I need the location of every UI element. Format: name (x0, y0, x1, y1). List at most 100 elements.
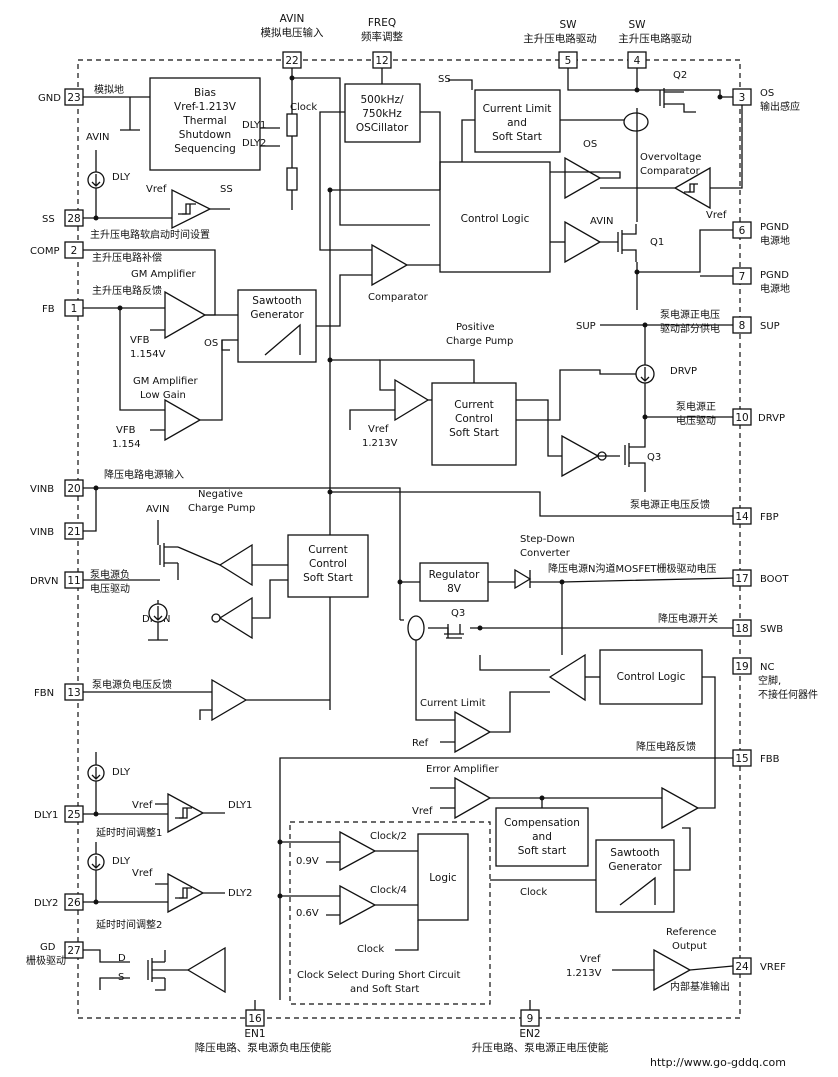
comp-line-2: Soft start (518, 845, 567, 857)
pin-11-desc1: 泵电源负 (90, 568, 130, 581)
ccss-neg-line-1: Control (309, 558, 347, 570)
osc-line-1: 750kHz (362, 108, 402, 120)
ss-comparator (171, 188, 212, 230)
clock-select-line-0: Clock Select During Short Circuit (297, 970, 460, 981)
pin-24: 24 VREF 内部基准输出 (670, 957, 786, 993)
vfb1-line-1: 1.154V (130, 349, 166, 360)
ccss-pos-line-1: Control (455, 413, 493, 425)
pin-23: GND 23 模拟地 (38, 83, 124, 106)
pin-7-num: 7 (739, 271, 746, 283)
dly1-comparator (167, 792, 205, 834)
neg-cp-line-0: Negative (198, 489, 243, 500)
pin-6: 6 PGND 电源地 (732, 221, 790, 247)
dly-label-top: DLY (112, 172, 131, 183)
oscillator-block: 500kHz/ 750kHz OSCillator (344, 83, 421, 143)
pin-15-num: 15 (735, 753, 748, 765)
pin-22-desc: 模拟电压输入 (261, 26, 324, 39)
os-label-saw: OS (204, 338, 218, 349)
pin-9-num: 9 (527, 1013, 534, 1025)
current-sense-bot (407, 615, 425, 641)
pin-12-desc: 频率调整 (361, 30, 403, 43)
q3-bot-mosfet (444, 624, 464, 639)
pin-25-name: DLY1 (34, 810, 58, 821)
pin-6-name: PGND (760, 222, 789, 233)
overvoltage-line-1: Comparator (640, 166, 701, 177)
current-control-soft-start-pos: Current Control Soft Start (431, 382, 517, 466)
drvn-current-source (148, 603, 168, 623)
bias-line-4: Sequencing (174, 143, 236, 155)
stepdown-driver (548, 653, 586, 702)
ss-label-left: SS (220, 184, 233, 195)
ccss-neg-line-2: Soft Start (303, 572, 353, 584)
pin-7-name: PGND (760, 270, 789, 281)
neg-cp-line-1: Charge Pump (188, 503, 255, 514)
pin-14-desc: 泵电源正电压反馈 (630, 498, 710, 511)
bias-block: Bias Vref-1.213V Thermal Shutdown Sequen… (149, 77, 261, 171)
pin-27: GD 栅极驱动 27 (26, 941, 84, 967)
pin-22-name: AVIN (280, 13, 305, 25)
sawtooth-generator-bottom: Sawtooth Generator (595, 839, 675, 913)
pin-7: 7 PGND 电源地 (732, 267, 790, 295)
ref-label: Ref (412, 738, 429, 749)
avin-comparator (564, 220, 602, 264)
step-down-line-0: Step-Down (520, 534, 575, 545)
pin-17-name: BOOT (760, 574, 789, 585)
gm-amplifier (164, 290, 207, 340)
watermark: http://www.go-gddq.com (650, 1056, 786, 1069)
pin-4-name: SW (628, 19, 646, 31)
gd-driver (186, 946, 226, 994)
osc-line-2: OSCillator (356, 122, 409, 134)
pin-14-num: 14 (735, 511, 749, 523)
control-logic-bot-label: Control Logic (617, 671, 686, 683)
pin-28-num: 28 (67, 213, 80, 225)
gm-amp-low-line-0: GM Amplifier (133, 376, 198, 387)
q3-top-label: Q3 (647, 452, 661, 463)
pin-15: 15 FBB 降压电路反馈 (636, 740, 780, 767)
dly1-label-top: DLY1 (242, 120, 266, 131)
pin-20-name: VINB (30, 484, 54, 495)
q3-bot-label: Q3 (451, 608, 465, 619)
pin-27-num: 27 (67, 945, 80, 957)
pin-17-num: 17 (735, 573, 748, 585)
ccss-pos-line-0: Current (454, 399, 493, 411)
resistor-1 (286, 113, 298, 137)
pin-24-num: 24 (735, 961, 749, 973)
bias-line-2: Thermal (182, 115, 226, 127)
v06-label: 0.6V (296, 908, 319, 919)
ccss-pos-line-2: Soft Start (449, 427, 499, 439)
comp-line-1: and (532, 831, 552, 843)
os-label-top: OS (583, 139, 597, 150)
pwm-comparator-bottom (661, 786, 700, 830)
pin-14-name: FBP (760, 512, 779, 523)
step-down-line-1: Converter (520, 548, 571, 559)
vref-label-dly1: Vref (132, 800, 153, 811)
pin-10-num: 10 (735, 412, 748, 424)
regulator-line-1: 8V (447, 583, 462, 595)
pin-22-num: 22 (285, 55, 298, 67)
sawtooth-generator-top: Sawtooth Generator (237, 289, 317, 363)
q2-mosfet (659, 88, 696, 113)
pin-9-name: EN2 (519, 1028, 540, 1040)
pin-23-name: GND (38, 93, 61, 104)
pin-11-num: 11 (67, 575, 80, 587)
pin-18-desc: 降压电源开关 (658, 612, 718, 625)
pin-12: FREQ 频率调整 12 (361, 17, 403, 69)
control-logic-top-label: Control Logic (461, 213, 530, 225)
avin-label-right: AVIN (590, 216, 613, 227)
pin-2-num: 2 (71, 245, 78, 257)
pin-3-name: OS (760, 88, 774, 99)
logic-label: Logic (429, 872, 457, 884)
osc-line-0: 500kHz/ (360, 94, 404, 106)
pin-7-desc: 电源地 (760, 282, 790, 295)
pin-10: 10 DRVP 泵电源正 电压驱动 (676, 400, 785, 427)
error-amp-label: Error Amplifier (426, 764, 499, 775)
pin-21-num: 21 (67, 526, 80, 538)
dly-current-source-1 (87, 764, 105, 782)
control-logic-bottom: Control Logic (599, 649, 703, 705)
vref-1213-line-1: 1.213V (362, 438, 398, 449)
vfb2-line-0: VFB (116, 425, 136, 436)
comparator-label: Comparator (368, 292, 429, 303)
pin-3-desc: 输出感应 (760, 100, 800, 113)
error-amplifier (454, 776, 492, 820)
clock2-label: Clock/2 (370, 831, 407, 842)
